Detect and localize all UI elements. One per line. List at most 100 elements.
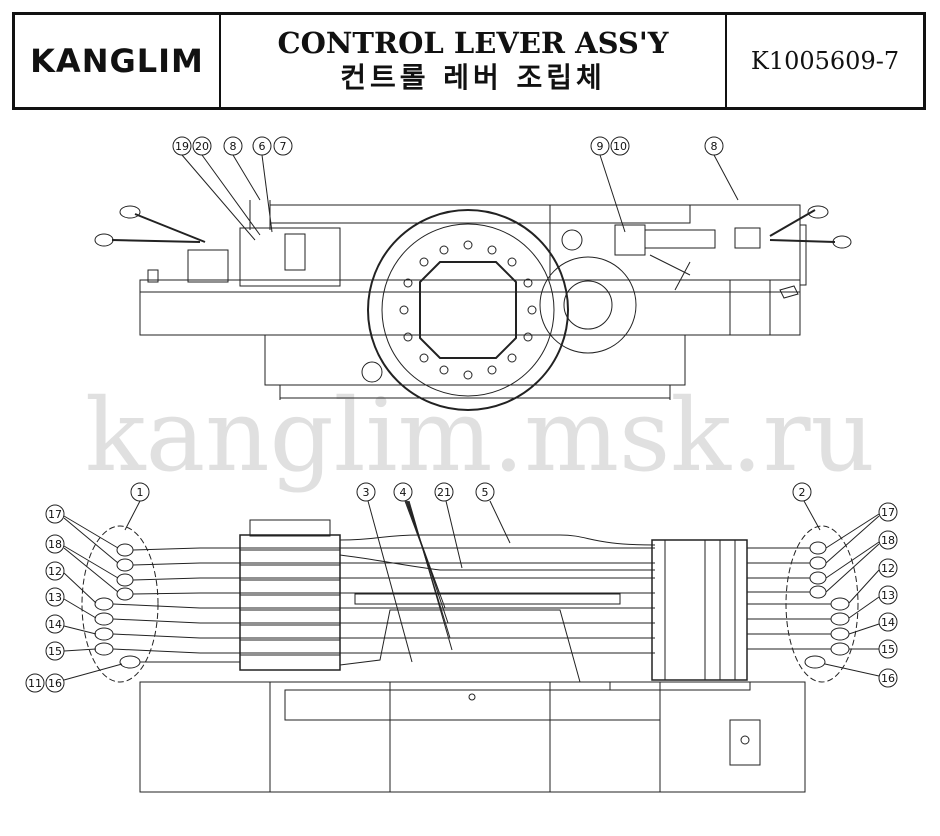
drawing-title: CONTROL LEVER ASS'Y 컨트롤 레버 조립체 [221,15,727,107]
svg-text:2: 2 [799,486,806,499]
top-right-knob-1 [807,205,829,219]
swing-bearing-outer [367,209,569,411]
svg-text:12: 12 [881,562,895,575]
top-right-lever-1 [769,209,816,237]
rod-5 [339,534,656,546]
svg-text:15: 15 [48,645,62,658]
callout-8-left: 8 [223,136,243,156]
right-lever-knobs [747,525,859,683]
top-right-bracket [549,204,801,281]
callout-17-left: 17 [45,504,65,524]
swing-bearing-inner [381,223,555,397]
callout-14-left: 14 [45,614,65,634]
svg-text:7: 7 [280,140,287,153]
svg-text:20: 20 [195,140,209,153]
svg-text:13: 13 [881,589,895,602]
svg-text:12: 12 [48,565,62,578]
callout-19: 19 [172,136,192,156]
callout-13-right: 13 [878,585,898,605]
title-block: KANGLIM CONTROL LEVER ASS'Y 컨트롤 레버 조립체 K… [12,12,926,110]
svg-text:4: 4 [400,486,407,499]
top-left-lever-1 [134,213,206,243]
callout-4: 4 [393,482,413,502]
callout-9: 9 [590,136,610,156]
svg-text:3: 3 [363,486,370,499]
callout-12-left: 12 [45,561,65,581]
rod-3 [339,609,581,683]
top-left-knob-1 [119,205,141,219]
callout-2: 2 [792,482,812,502]
callout-15-left: 15 [45,641,65,661]
svg-text:11: 11 [28,677,42,690]
callout-8-right: 8 [704,136,724,156]
top-frame-right-end [729,279,771,336]
callout-18-right: 18 [878,530,898,550]
top-lower-plate [264,334,686,386]
callout-16-left: 16 [45,673,65,693]
logo-text: KANGLIM [30,42,204,80]
bottom-frame [139,681,806,793]
callout-14-right: 14 [878,612,898,632]
top-control-valve [239,227,341,287]
top-left-small-part [147,269,159,283]
top-right-link-bar [644,229,716,249]
callout-11: 11 [25,673,45,693]
top-fitting-left [361,361,383,383]
swing-motor [563,280,613,330]
callout-13-left: 13 [45,587,65,607]
top-fitting-right [561,229,583,251]
title-korean: 컨트롤 레버 조립체 [340,61,606,94]
bottom-control-valve [239,534,341,671]
top-frame-left-end [187,249,229,283]
svg-text:16: 16 [48,677,62,690]
bottom-valve-inlet [249,519,331,537]
rod-21 [339,554,655,571]
bottom-right-linkage [651,539,748,681]
callout-10: 10 [610,136,630,156]
part-number: K1005609-7 [727,15,923,107]
callout-5: 5 [475,482,495,502]
svg-text:15: 15 [881,643,895,656]
top-right-link-plate [614,224,646,256]
svg-text:1: 1 [137,486,144,499]
top-upper-rail [269,204,691,224]
part-number-text: K1005609-7 [750,47,900,75]
callout-16-right: 16 [878,668,898,688]
bottom-right-box [729,719,761,766]
callout-6: 6 [252,136,272,156]
svg-text:18: 18 [48,538,62,551]
svg-text:16: 16 [881,672,895,685]
bearing-bolt-holes [399,240,537,380]
svg-text:19: 19 [175,140,189,153]
callout-15-right: 15 [878,639,898,659]
svg-text:9: 9 [597,140,604,153]
callout-3: 3 [356,482,376,502]
svg-text:14: 14 [48,618,62,631]
bottom-view [81,519,859,793]
control-rods [200,534,656,683]
callouts: 19 20 8 6 7 9 10 8 1 17 18 12 13 14 15 1… [25,136,898,693]
svg-text:14: 14 [881,616,895,629]
svg-text:8: 8 [230,140,237,153]
top-left-lever-2 [111,239,201,243]
svg-text:17: 17 [881,506,895,519]
callout-12-right: 12 [878,558,898,578]
callout-18-left: 18 [45,534,65,554]
top-right-knob-2 [832,235,852,249]
title-english: CONTROL LEVER ASS'Y [277,26,669,60]
svg-text:21: 21 [437,486,451,499]
svg-text:6: 6 [259,140,266,153]
bottom-center-slot [354,593,621,605]
svg-text:5: 5 [482,486,489,499]
top-right-small-part [779,285,799,299]
bottom-cross-plate [284,689,661,721]
callout-20: 20 [192,136,212,156]
swing-motor-plate [539,256,637,354]
watermark: kanglim.msk.ru [85,377,875,494]
callout-21: 21 [434,482,454,502]
valve-sections [240,549,340,656]
top-left-knob-2 [94,233,114,247]
svg-text:13: 13 [48,591,62,604]
top-right-lever-2 [769,239,836,243]
